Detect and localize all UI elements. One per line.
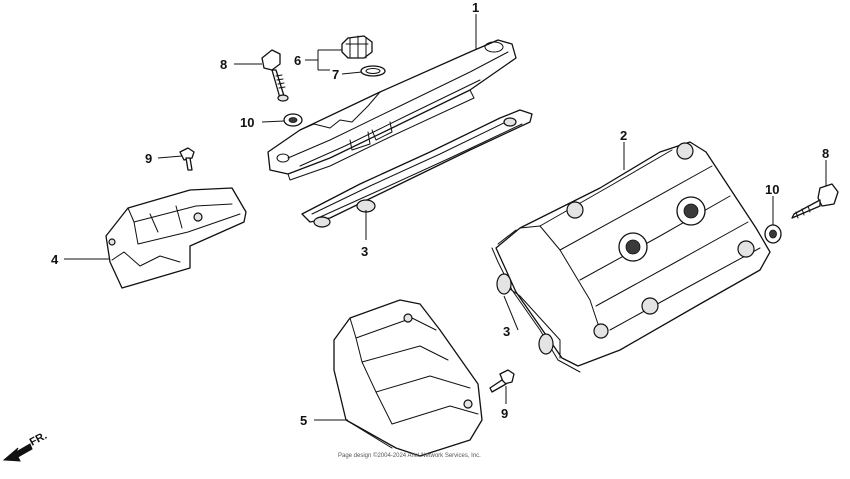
front-arrow-icon [2,443,33,462]
callout-9-left: 9 [145,151,152,166]
callout-2: 2 [620,128,627,143]
part-1-head-cover-front[interactable] [267,39,517,181]
front-label: FR. [28,430,49,449]
callout-7: 7 [332,67,339,82]
part-9-bolt-lower[interactable] [489,369,515,393]
callout-3-upper: 3 [361,244,368,259]
part-6-filler-cap[interactable] [341,35,373,59]
callout-6: 6 [294,53,301,68]
leader-lines [64,14,827,421]
callout-10-left: 10 [240,115,254,130]
callout-1: 1 [472,0,479,15]
front-direction-indicator: FR. [2,430,49,462]
part-9-bolt-left[interactable] [179,147,195,171]
callout-9-lower: 9 [501,406,508,421]
copyright-text: Page design ©2004-2024 Ariel Network Ser… [338,452,481,459]
part-7-o-ring[interactable] [360,65,386,77]
part-3-gasket-lower[interactable] [491,229,581,373]
part-10-washer-left[interactable] [283,113,303,127]
part-2-head-cover-rear[interactable] [495,141,771,367]
callout-5: 5 [300,413,307,428]
callout-4: 4 [51,252,59,267]
part-8-bolt-right[interactable] [791,183,839,219]
callout-3-lower: 3 [503,324,510,339]
part-5-lower-cover[interactable] [333,299,483,457]
callout-8-left: 8 [220,57,227,72]
callout-labels: 1 2 3 3 4 5 6 7 8 8 9 9 10 10 [51,0,829,428]
part-8-bolt-left[interactable] [261,49,289,102]
callout-8-right: 8 [822,146,829,161]
part-4-small-cover[interactable] [105,187,247,289]
part-10-washer-right[interactable] [764,224,782,244]
callout-10-right: 10 [765,182,779,197]
